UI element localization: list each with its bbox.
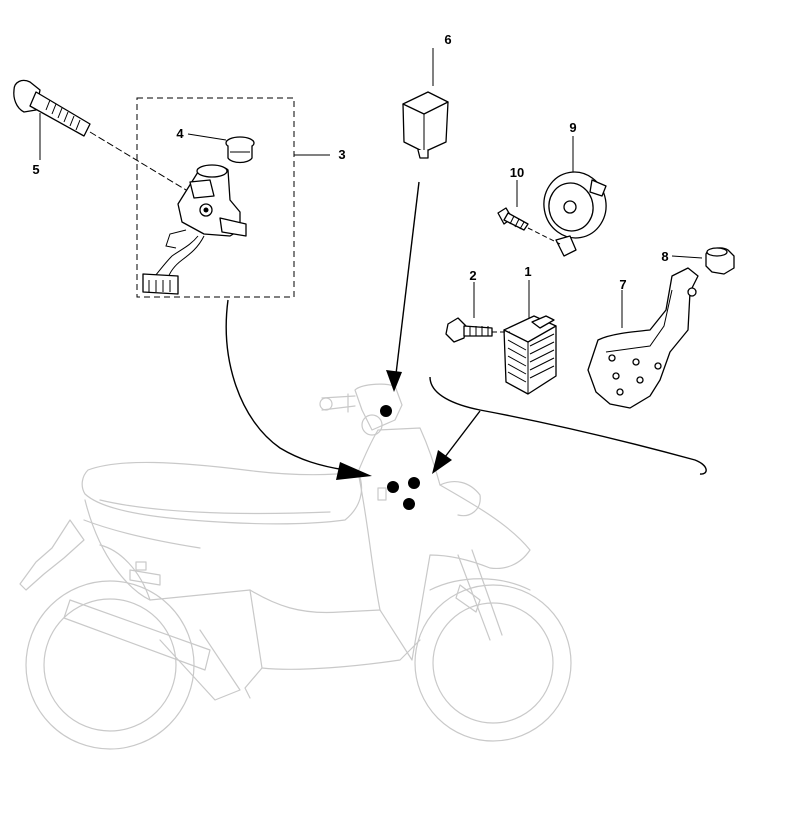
special-bolt xyxy=(13,79,197,197)
callout-6: 6 xyxy=(444,32,451,47)
callout-2: 2 xyxy=(469,268,476,283)
rectifier-regulator xyxy=(503,280,557,395)
callout-4: 4 xyxy=(176,126,184,141)
seat-lock-cylinder xyxy=(187,133,255,164)
scooter-outline xyxy=(19,383,572,750)
bolt-axis-line xyxy=(89,131,197,197)
main-switch xyxy=(142,164,247,295)
callout-10: 10 xyxy=(510,165,524,180)
callout-7: 7 xyxy=(619,277,626,292)
callout-8: 8 xyxy=(661,249,668,264)
leader-arrows xyxy=(225,181,707,480)
mounting-point xyxy=(408,477,420,489)
callout-1: 1 xyxy=(524,264,531,279)
regulator-bolt xyxy=(445,282,510,343)
callout-labels: 1 2 3 4 5 6 7 8 9 10 xyxy=(32,32,668,292)
callout-3: 3 xyxy=(338,147,345,162)
bracket xyxy=(587,267,699,409)
flasher-relay xyxy=(402,48,449,159)
dashed-group-box xyxy=(136,97,295,298)
switch-assembly-group xyxy=(136,97,330,298)
mounting-point xyxy=(387,481,399,493)
mounting-point xyxy=(403,498,415,510)
callout-9: 9 xyxy=(569,120,576,135)
grommet xyxy=(671,247,735,275)
mounting-points xyxy=(380,405,420,510)
horn-bolt xyxy=(497,180,561,245)
mounting-point xyxy=(380,405,392,417)
callout-5: 5 xyxy=(32,162,39,177)
horn xyxy=(543,136,607,257)
